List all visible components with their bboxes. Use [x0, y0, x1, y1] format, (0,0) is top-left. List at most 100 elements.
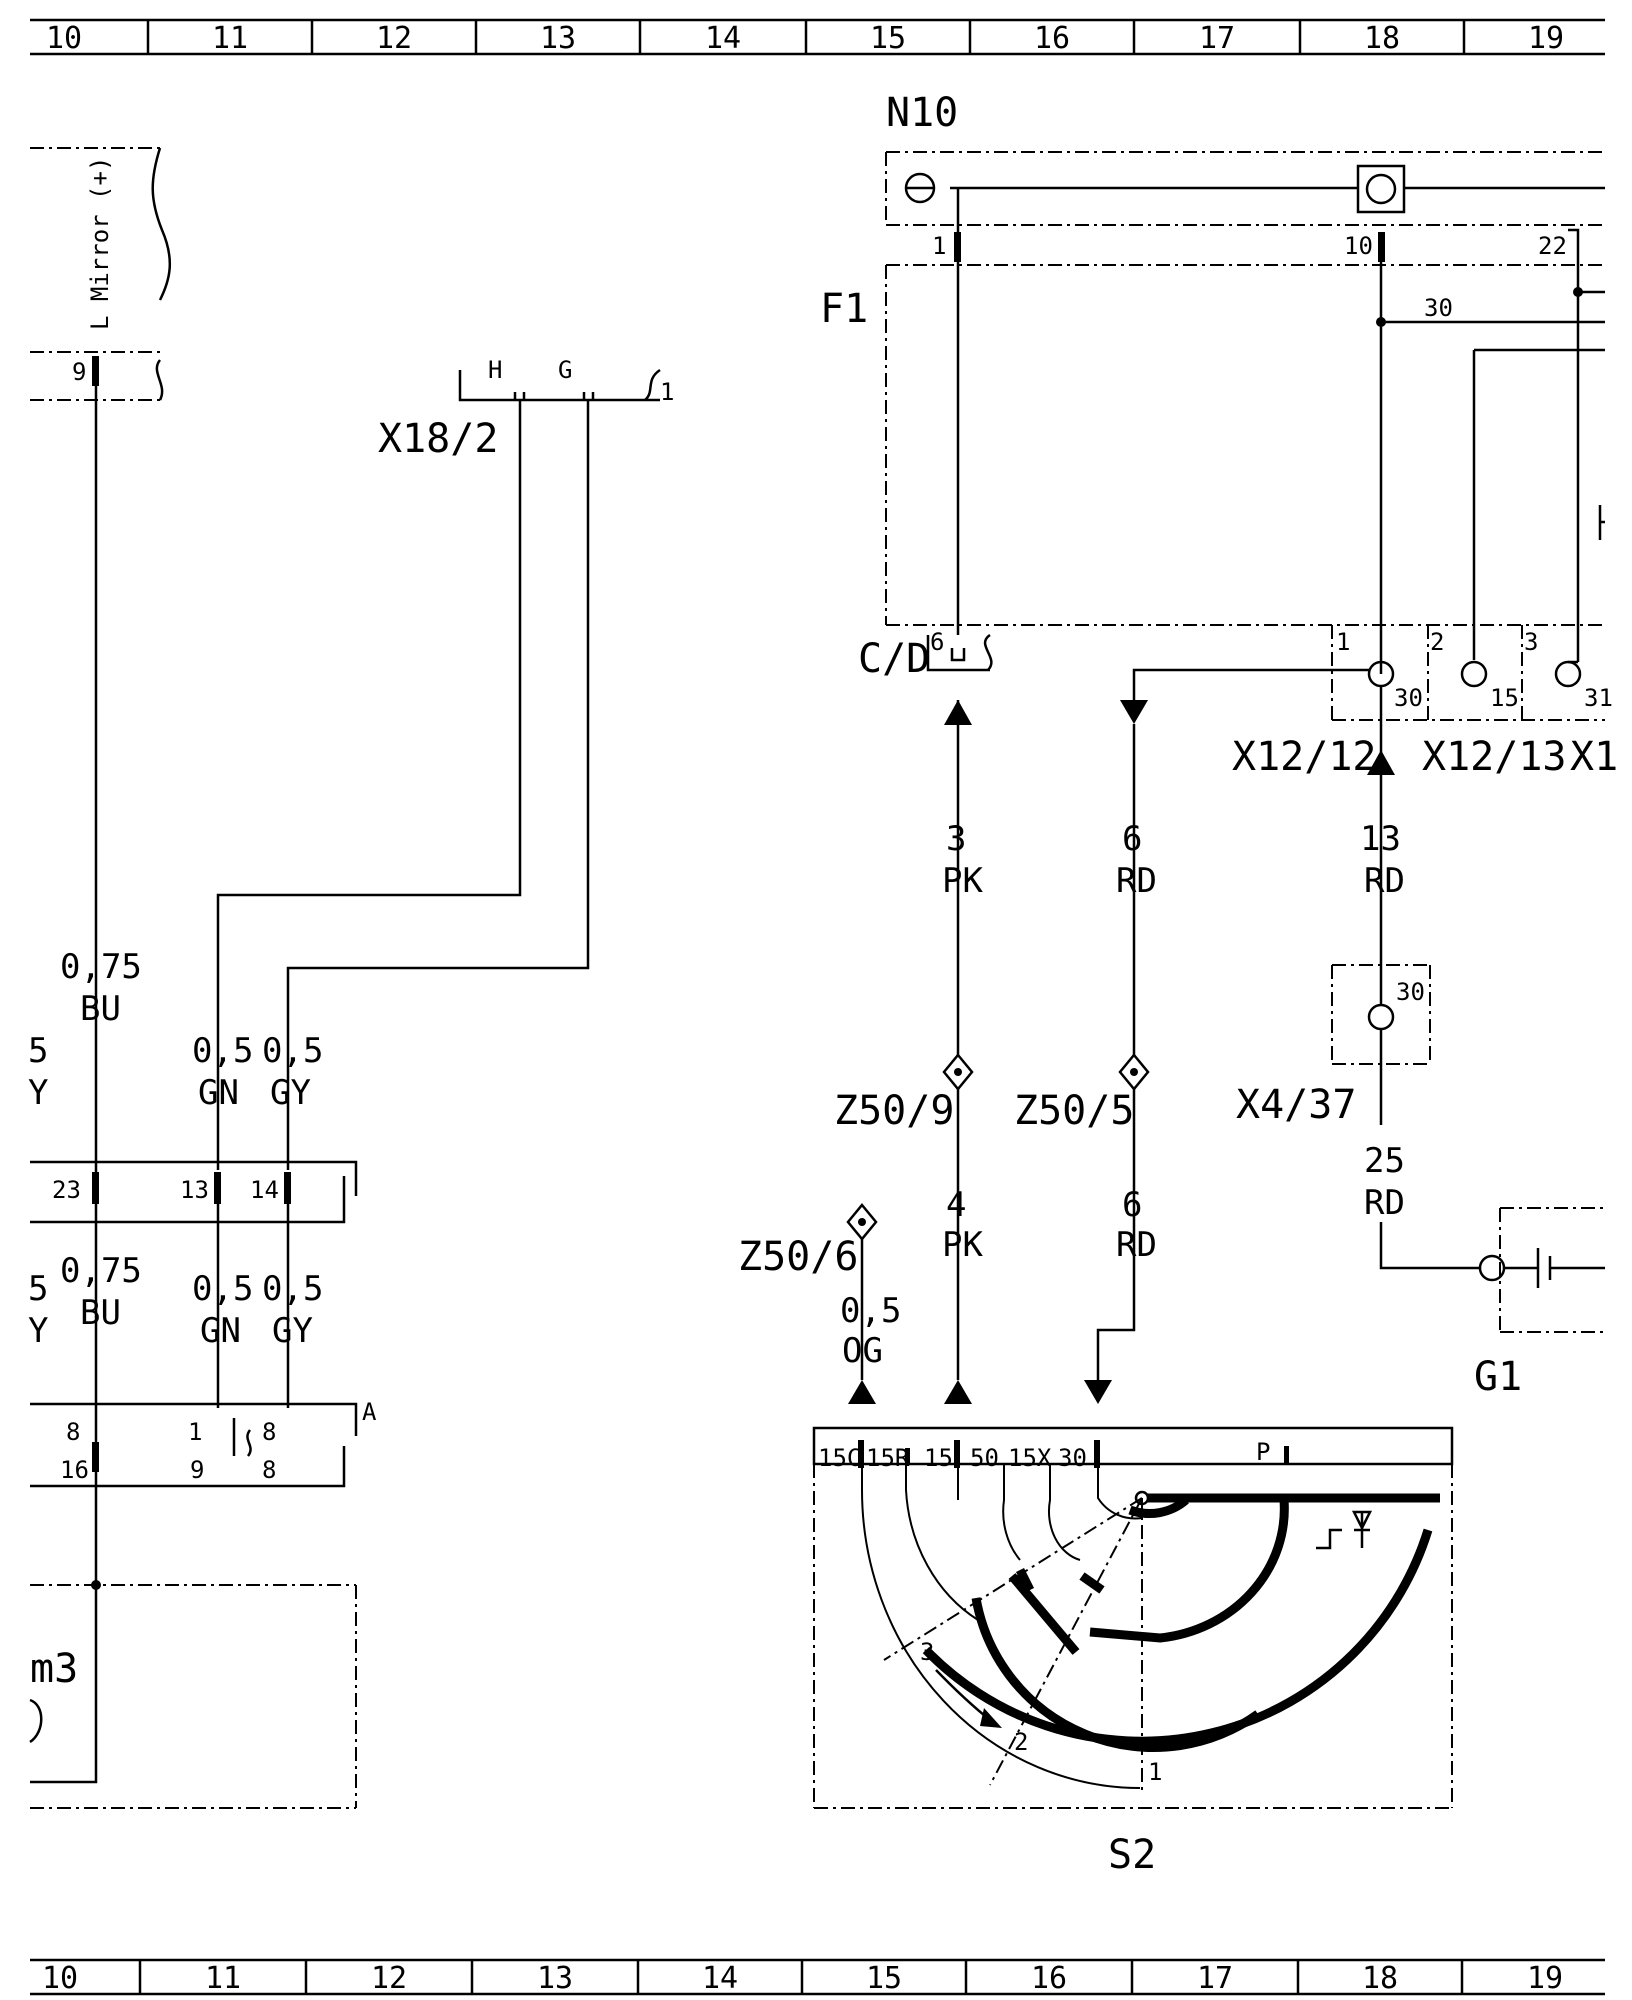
wire-rd6-color-a: RD — [1116, 861, 1157, 901]
top-col-17: 17 — [1199, 21, 1235, 56]
mirror-pin-9: 9 — [72, 358, 86, 386]
f1-pin-30: 30 — [1424, 294, 1453, 322]
s2-position-1: 1 — [1148, 1758, 1162, 1786]
wire-gy-size-b: 0,5 — [262, 1269, 323, 1309]
a-label: A — [362, 1398, 377, 1426]
wire-gy-color-b: GY — [272, 1311, 313, 1351]
n10-pin-10: 10 — [1344, 232, 1373, 260]
s2-ignition-switch: 15C 15R 15 50 15X 30 P 1 2 — [812, 1426, 1454, 1878]
wire-gy-color-a: GY — [270, 1073, 311, 1113]
conn-pin-14: 14 — [250, 1176, 279, 1204]
bottom-col-10: 10 — [42, 1961, 78, 1996]
bottom-col-15: 15 — [866, 1961, 902, 1996]
wire-rd6-size-a: 6 — [1122, 819, 1142, 859]
top-col-13: 13 — [540, 21, 576, 56]
left-partial-b: Y — [28, 1073, 48, 1113]
x4-37-connector: 30 X4/37 25 RD — [1236, 964, 1480, 1270]
wire-rd6-color-b: RD — [1116, 1225, 1157, 1265]
x18-pin-g: G — [558, 356, 572, 384]
top-col-15: 15 — [870, 21, 906, 56]
s2-pin-50: 50 — [970, 1444, 999, 1472]
a-pin-8a: 8 — [66, 1418, 80, 1446]
wire-bu-size-a: 0,75 — [60, 947, 142, 987]
cd-connector: C/D 6 — [858, 628, 993, 1055]
bottom-col-19: 19 — [1527, 1961, 1563, 1996]
wire-bu-color-b: BU — [80, 1293, 121, 1333]
a-pin-8c: 8 — [262, 1456, 276, 1484]
x18-2-connector: H G 1 X18/2 — [216, 356, 674, 1170]
n10-box: N10 1 10 22 — [885, 90, 1605, 262]
n10-label: N10 — [886, 90, 958, 136]
z50-9-label: Z50/9 — [834, 1088, 954, 1134]
bottom-ruler: 10 11 12 13 14 15 16 17 18 19 — [30, 1958, 1605, 1996]
s2-pin-p: P — [1256, 1438, 1270, 1466]
wire-bu-color-a: BU — [80, 989, 121, 1029]
z50-5-label: Z50/5 — [1014, 1088, 1134, 1134]
top-col-11: 11 — [212, 21, 248, 56]
bottom-col-12: 12 — [371, 1961, 407, 1996]
s2-pin-15r: 15R — [866, 1444, 910, 1472]
bottom-col-14: 14 — [702, 1961, 738, 1996]
x12-connectors: 1 2 3 30 15 31 X12/12 X12/13 X1 — [1120, 625, 1618, 1055]
wire-og-size: 0,5 — [840, 1291, 901, 1331]
cd-label: C/D — [858, 636, 930, 682]
top-col-10: 10 — [46, 21, 82, 56]
a-pin-16: 16 — [60, 1456, 89, 1484]
n10-pin-22: 22 — [1538, 232, 1567, 260]
top-col-18: 18 — [1364, 21, 1400, 56]
wire-bu-size-b: 0,75 — [60, 1251, 142, 1291]
g1-battery: G1 — [1474, 1207, 1605, 1400]
f1-label: F1 — [820, 286, 868, 332]
x4-pin-30: 30 — [1396, 978, 1425, 1006]
x12-pin-31: 31 — [1584, 684, 1613, 712]
m3-component: m3 — [29, 1580, 357, 1809]
x18-pin-h: H — [488, 356, 502, 384]
x12-pin-1: 1 — [1336, 628, 1350, 656]
bottom-col-11: 11 — [205, 1961, 241, 1996]
wire-pk-color-b: PK — [942, 1225, 983, 1265]
wire-gn-color-b: GN — [200, 1311, 241, 1351]
wire-pk-size-a: 3 — [946, 819, 966, 859]
x12-pin-15: 15 — [1490, 684, 1519, 712]
x12-13-label: X12/13 — [1422, 734, 1567, 780]
top-col-12: 12 — [376, 21, 412, 56]
wire-pk-size-b: 4 — [946, 1185, 966, 1225]
z50-6-label: Z50/6 — [738, 1234, 858, 1280]
wire-pk-color-a: PK — [942, 861, 983, 901]
n10-pin-1: 1 — [932, 232, 946, 260]
wire-rd13-color: RD — [1364, 861, 1405, 901]
x12-pin-30: 30 — [1394, 684, 1423, 712]
conn-pin-13: 13 — [180, 1176, 209, 1204]
top-col-14: 14 — [705, 21, 741, 56]
wire-gn-size-a: 0,5 — [192, 1031, 253, 1071]
top-col-16: 16 — [1034, 21, 1070, 56]
top-ruler: 10 11 12 13 14 15 16 17 18 19 — [30, 18, 1605, 56]
connector-a: A 8 1 8 16 9 8 — [30, 1398, 377, 1488]
left-partial-a: 5 — [28, 1031, 48, 1071]
wire-rd6-size-b: 6 — [1122, 1185, 1142, 1225]
top-col-19: 19 — [1528, 21, 1564, 56]
x12-pin-3: 3 — [1524, 628, 1538, 656]
s2-pin-15x: 15X — [1008, 1444, 1052, 1472]
wire-gy-size-a: 0,5 — [262, 1031, 323, 1071]
a-pin-1: 1 — [188, 1418, 202, 1446]
mirror-component: L Mirror (+) 9 — [30, 147, 172, 1585]
s2-pin-15: 15 — [924, 1444, 953, 1472]
wire-og-color: OG — [842, 1331, 883, 1371]
wire-rd25-size: 25 — [1364, 1141, 1405, 1181]
wire-rd13-size: 13 — [1360, 819, 1401, 859]
bottom-col-17: 17 — [1197, 1961, 1233, 1996]
cd-pin-6: 6 — [930, 628, 944, 656]
wire-gn-color-a: GN — [198, 1073, 239, 1113]
s2-pin-15c: 15C — [818, 1444, 861, 1472]
f1-box: F1 30 — [820, 262, 1605, 674]
x18-pin-1: 1 — [660, 378, 674, 406]
s2-pin-30: 30 — [1058, 1444, 1087, 1472]
bottom-col-13: 13 — [537, 1961, 573, 1996]
left-partial-d: Y — [28, 1311, 48, 1351]
wire-gn-size-b: 0,5 — [192, 1269, 253, 1309]
x18-2-label: X18/2 — [378, 416, 498, 462]
steering-lock-icon — [1316, 1510, 1373, 1550]
x12-pin-2: 2 — [1430, 628, 1444, 656]
